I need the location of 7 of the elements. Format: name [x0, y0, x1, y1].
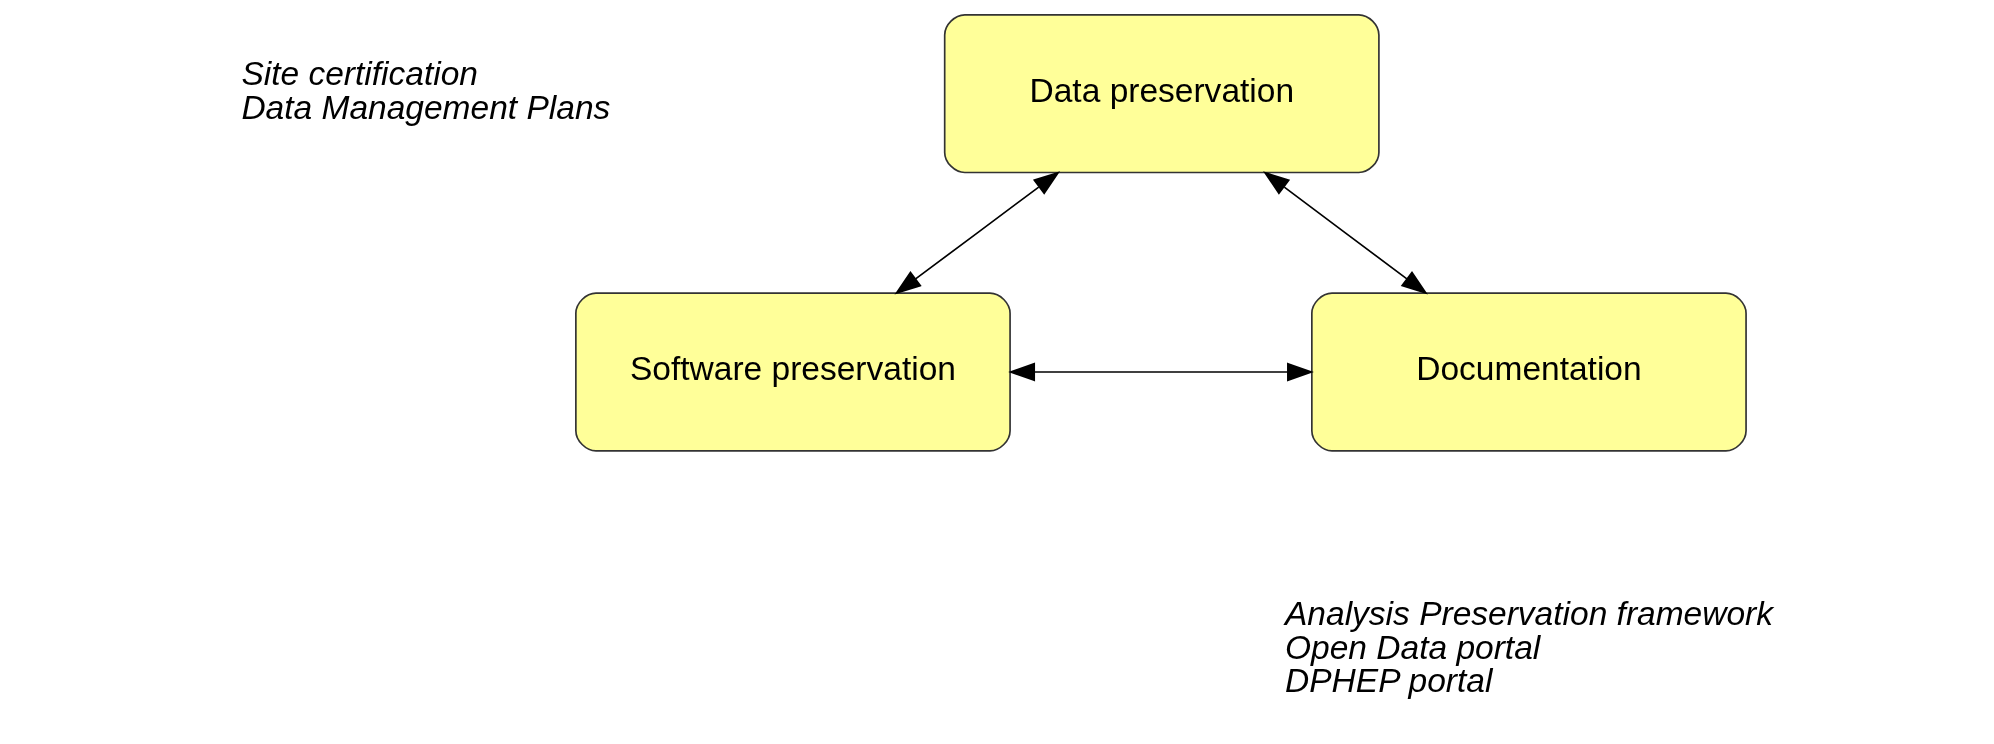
arrow — [1262, 171, 1428, 295]
node-box: Software preservation — [574, 292, 1011, 452]
node-label: Analysis Preservation framework — [1284, 595, 1773, 633]
arrow — [1007, 362, 1314, 382]
node-box: Documentation — [1310, 292, 1747, 452]
node-box: Data preservation — [943, 14, 1380, 174]
arrow — [894, 171, 1060, 295]
